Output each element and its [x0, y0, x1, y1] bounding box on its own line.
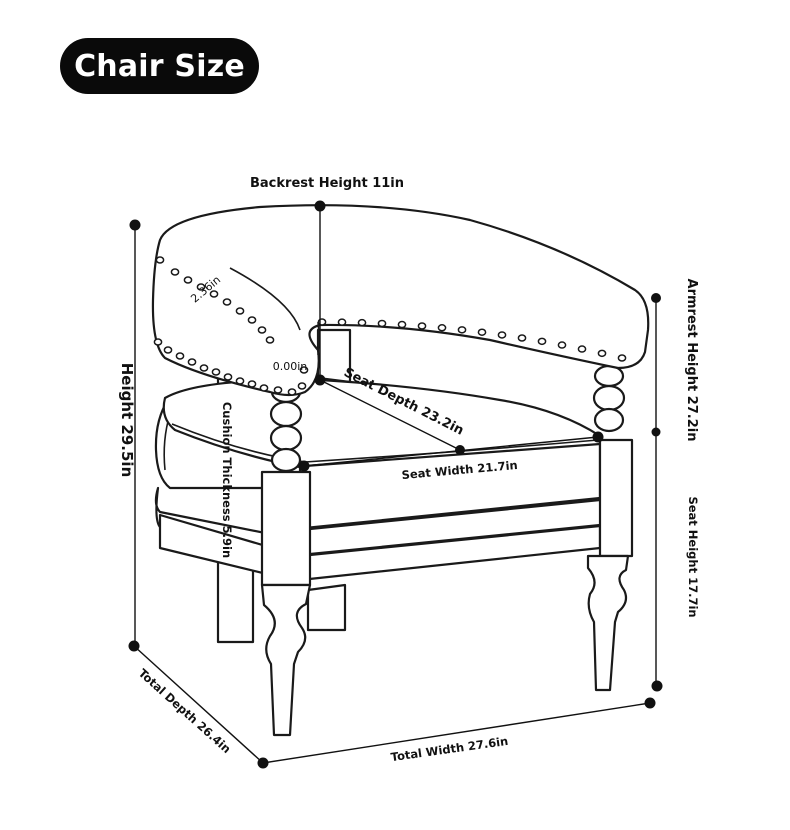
front-left-leg	[260, 583, 312, 737]
total-width-label: Total Width 27.6in	[390, 734, 509, 764]
front-left-post	[260, 470, 312, 587]
back-right-leg	[306, 583, 347, 632]
chair-illustration	[151, 204, 650, 737]
right-spindle	[592, 364, 626, 433]
seat-height-label: Seat Height 17.7in	[686, 496, 700, 617]
total-depth-label: Total Depth 26.4in	[136, 666, 234, 756]
backrest	[151, 204, 650, 397]
page-title: Chair Size	[60, 38, 259, 94]
nailhead-trim	[153, 256, 627, 396]
dimension-lines	[128, 200, 663, 769]
zero-offset-label: 0.00in	[273, 360, 308, 373]
height-label: Height 29.5in	[118, 363, 136, 478]
armrest-height-label: Armrest Height 27.2in	[684, 279, 699, 442]
backrest-height-label: Backrest Height 11in	[250, 176, 404, 191]
front-right-leg	[586, 554, 630, 692]
cushion-thickness-label: Cushion Thickness 5.9in	[220, 402, 234, 558]
